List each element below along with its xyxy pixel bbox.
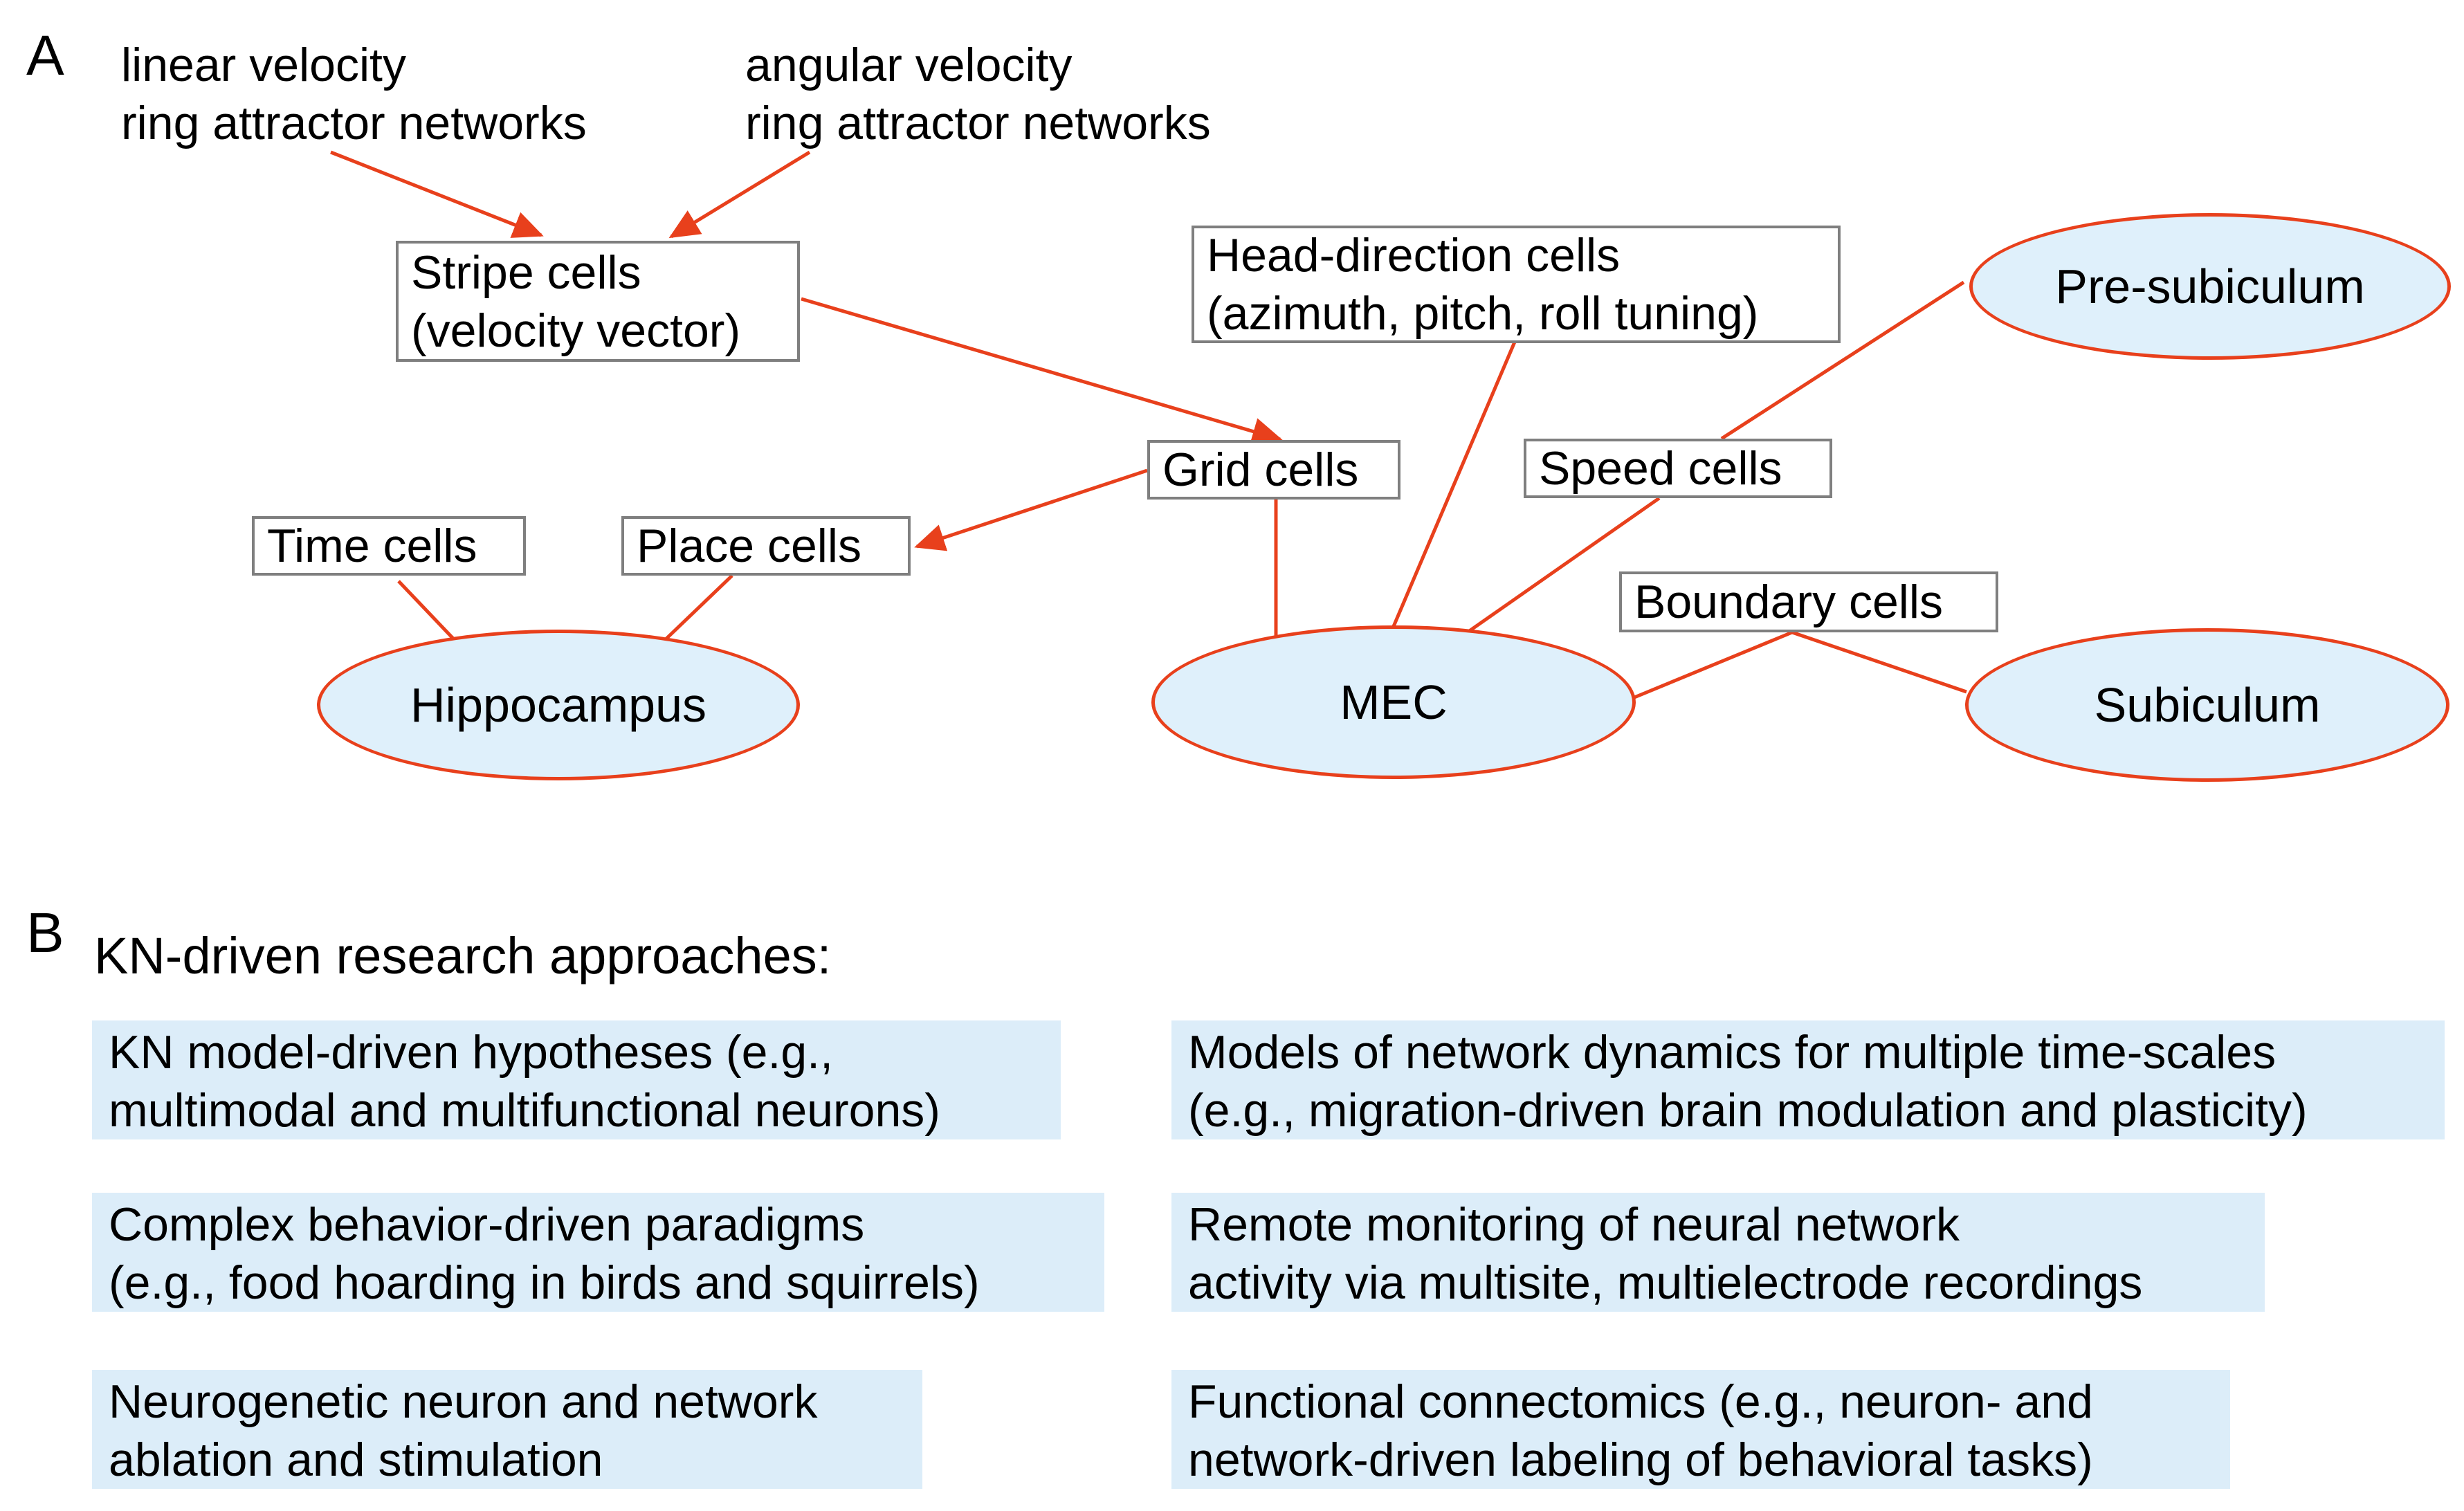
subiculum-region: Subiculum: [1965, 628, 2449, 782]
line-place-to-hippocampus: [664, 574, 733, 641]
line-speed-to-presubiculum: [1720, 280, 1965, 441]
angular-velocity-input-label: angular velocity ring attractor networks: [745, 39, 1211, 149]
mec-region: MEC: [1151, 625, 1636, 779]
speed-cells-node: Speed cells: [1524, 439, 1832, 498]
hippocampus-region: Hippocampus: [317, 630, 800, 780]
stripe-cells-node: Stripe cells (velocity vector): [396, 241, 800, 362]
approach-item: Complex behavior-driven paradigms (e.g.,…: [92, 1193, 1104, 1312]
line-headdir-to-mec: [1390, 340, 1517, 630]
arrow-grid-to-place: [914, 468, 1148, 551]
place-cells-node: Place cells: [621, 516, 911, 576]
approach-item: Neurogenetic neuron and network ablation…: [92, 1370, 922, 1489]
panel-b-heading: KN-driven research approaches:: [94, 927, 832, 985]
panel-b-label: B: [26, 901, 64, 964]
approach-item: Models of network dynamics for multiple …: [1171, 1020, 2445, 1139]
approach-item: Remote monitoring of neural network acti…: [1171, 1193, 2265, 1312]
grid-cells-node: Grid cells: [1147, 440, 1400, 500]
line-boundary-to-mec: [1634, 630, 1793, 699]
line-time-to-hippocampus: [397, 580, 455, 641]
line-speed-to-mec: [1460, 496, 1661, 639]
head-direction-cells-node: Head-direction cells (azimuth, pitch, ro…: [1192, 226, 1841, 343]
pre-subiculum-region: Pre-subiculum: [1969, 213, 2451, 360]
linear-velocity-input-label: linear velocity ring attractor networks: [121, 39, 587, 149]
arrow-linear-to-stripe: [330, 150, 544, 238]
arrow-stripe-to-grid: [801, 297, 1283, 445]
line-boundary-to-subiculum: [1791, 630, 1967, 694]
boundary-cells-node: Boundary cells: [1619, 571, 1998, 632]
time-cells-node: Time cells: [252, 516, 526, 576]
approach-item: Functional connectomics (e.g., neuron- a…: [1171, 1370, 2230, 1489]
approach-item: KN model-driven hypotheses (e.g., multim…: [92, 1020, 1061, 1139]
arrow-angular-to-stripe: [668, 150, 811, 239]
panel-a-label: A: [26, 24, 64, 87]
